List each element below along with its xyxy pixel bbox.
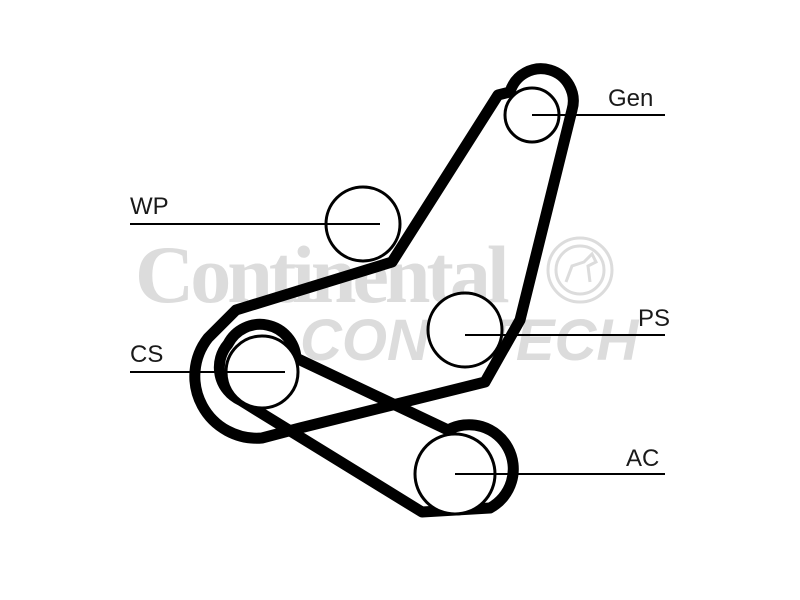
- main-belt: [189, 63, 579, 444]
- label-cs: CS: [130, 341, 163, 368]
- ac-belt: [213, 318, 519, 518]
- pulley-ps: [426, 291, 504, 369]
- label-ac: AC: [626, 445, 659, 472]
- label-gen: Gen: [608, 85, 653, 112]
- label-wp: WP: [130, 193, 169, 220]
- horse-emblem-icon: [546, 236, 614, 304]
- label-ps: PS: [638, 305, 670, 332]
